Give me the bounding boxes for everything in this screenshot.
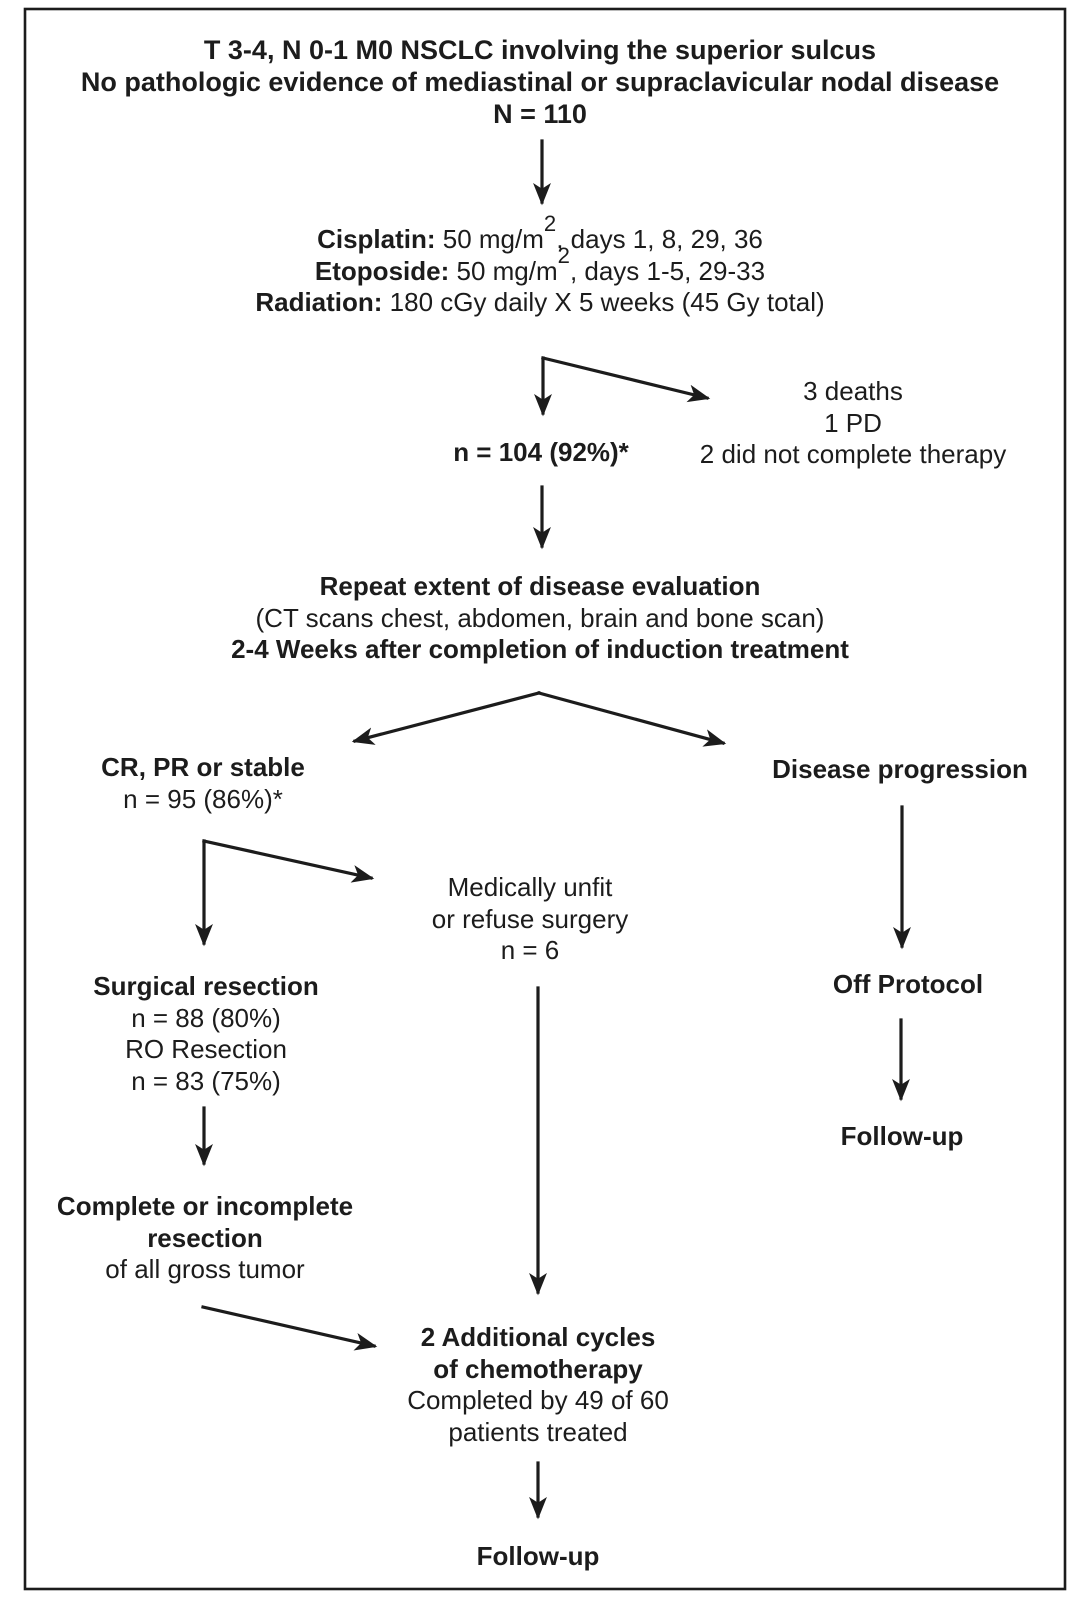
exclusion-pd: 1 PD	[824, 407, 882, 438]
node-induction-exclusions: 3 deaths 1 PD 2 did not complete therapy	[700, 376, 1006, 471]
resection-line1: Complete or incomplete	[56, 1191, 354, 1221]
figure-border	[23, 7, 1067, 1591]
evaluation-line3: 2-4 Weeks after completion of induction …	[231, 634, 849, 664]
unfit-line2: or refuse surgery	[431, 903, 629, 934]
arrow-evaluation-to-response	[351, 691, 541, 745]
node-response: CR, PR or stable n = 95 (86%)*	[101, 752, 305, 815]
resection-line2: resection	[147, 1222, 263, 1253]
evaluation-line1: Repeat extent of disease evaluation	[319, 571, 761, 601]
response-line1: CR, PR or stable	[101, 752, 305, 782]
surgery-n1: n = 88 (80%)	[131, 1002, 281, 1033]
induction-row-cisplatin: Cisplatin: 50 mg/m2, days 1, 8, 29, 36	[317, 211, 763, 254]
node-chemo2: 2 Additional cycles of chemotherapy Comp…	[407, 1322, 669, 1448]
exclusion-incomplete: 2 did not complete therapy	[699, 439, 1007, 469]
chemo2-line2: of chemotherapy	[433, 1353, 643, 1384]
eligibility-line2: No pathologic evidence of mediastinal or…	[80, 67, 1000, 97]
evaluation-line2: (CT scans chest, abdomen, brain and bone…	[255, 602, 825, 633]
node-off-protocol: Off Protocol	[832, 969, 984, 999]
node-n104: n = 104 (92%)*	[453, 437, 629, 467]
node-resection: Complete or incomplete resection of all …	[57, 1191, 353, 1286]
surgery-line1: Surgical resection	[93, 971, 319, 1001]
induction-row-etoposide: Etoposide: 50 mg/m2, days 1-5, 29-33	[314, 242, 766, 286]
node-follow-up-right: Follow-up	[840, 1121, 964, 1151]
chemo2-line1: 2 Additional cycles	[420, 1322, 656, 1352]
node-eligibility: T 3-4, N 0-1 M0 NSCLC involving the supe…	[81, 34, 999, 130]
chemo2-line3: Completed by 49 of 60	[407, 1385, 669, 1415]
exclusion-deaths: 3 deaths	[803, 376, 903, 406]
surgery-line3: RO Resection	[125, 1034, 287, 1064]
arrow-induction-to-exclusions	[541, 356, 711, 403]
unfit-n: n = 6	[500, 935, 560, 965]
unfit-line1: Medically unfit	[447, 872, 613, 902]
node-evaluation: Repeat extent of disease evaluation (CT …	[231, 571, 849, 666]
resection-line3: of all gross tumor	[105, 1254, 305, 1284]
eligibility-n: N = 110	[493, 99, 587, 129]
node-induction-regimen: Cisplatin: 50 mg/m2, days 1, 8, 29, 36 E…	[255, 211, 825, 319]
node-follow-up-final: Follow-up	[476, 1541, 600, 1571]
response-n: n = 95 (86%)*	[123, 783, 283, 814]
node-disease-progression: Disease progression	[772, 754, 1028, 784]
arrow-evaluation-to-progression	[537, 691, 727, 747]
arrow-resection-to-chemo2	[201, 1305, 378, 1351]
eligibility-line1: T 3-4, N 0-1 M0 NSCLC involving the supe…	[203, 35, 877, 65]
induction-row-radiation: Radiation: 180 cGy daily X 5 weeks (45 G…	[255, 287, 825, 317]
node-medically-unfit: Medically unfit or refuse surgery n = 6	[432, 872, 629, 967]
surgery-n2: n = 83 (75%)	[131, 1065, 281, 1096]
arrow-response-to-unfit	[202, 839, 375, 883]
chemo2-line4: patients treated	[448, 1416, 628, 1447]
node-surgical-resection: Surgical resection n = 88 (80%) RO Resec…	[93, 971, 318, 1097]
